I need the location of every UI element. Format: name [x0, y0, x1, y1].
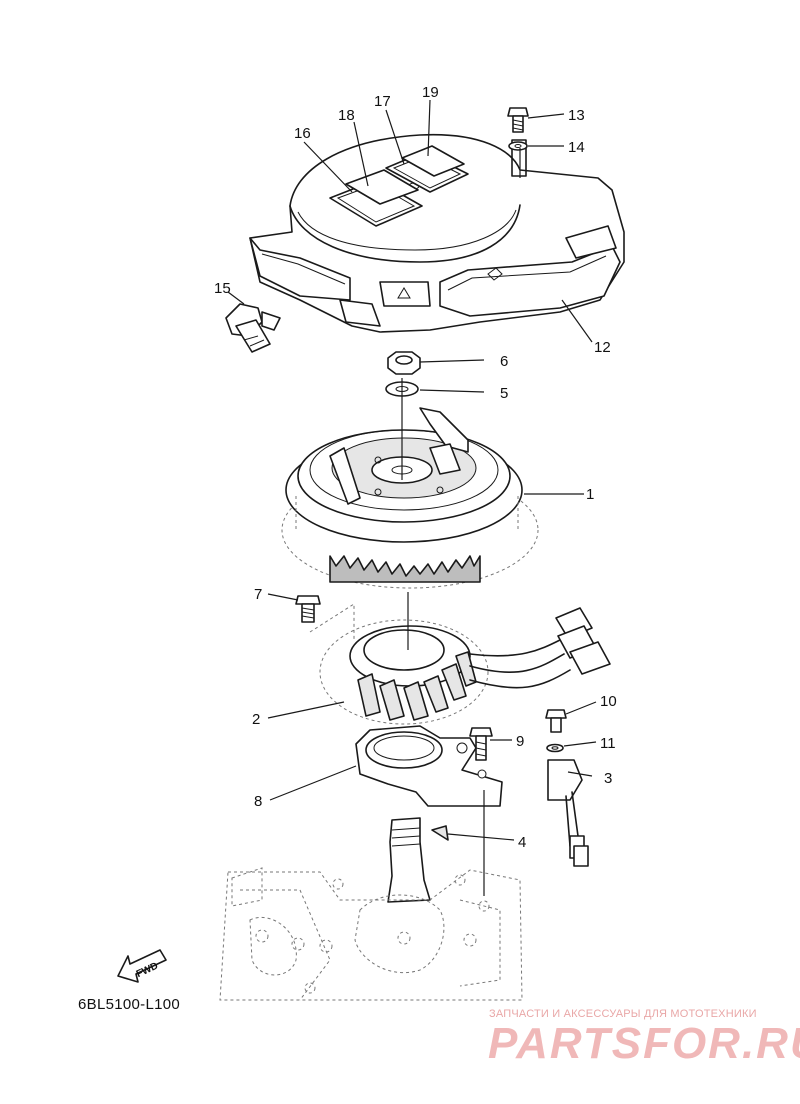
callout-numbers: 1 2 3 4 5 6 7 8 9 10 11 12 13 14 15 16 1… — [214, 84, 617, 851]
cover-bolt — [507, 107, 529, 133]
callout-19: 19 — [422, 84, 439, 101]
callout-2: 2 — [252, 711, 260, 728]
magneto-base — [355, 725, 503, 807]
callout-17: 17 — [374, 93, 391, 110]
callout-13: 13 — [568, 107, 585, 124]
callout-10: 10 — [600, 693, 617, 710]
callout-12: 12 — [594, 339, 611, 356]
callout-7: 7 — [254, 586, 262, 603]
power-head-crankcase — [219, 817, 523, 1001]
callout-8: 8 — [254, 793, 262, 810]
flywheel-rotor — [281, 407, 539, 589]
watermark-tagline: ЗАПЧАСТИ И АКСЕССУАРЫ ДЛЯ МОТОТЕХНИКИ — [489, 1008, 757, 1020]
stator-bolt — [295, 595, 321, 623]
flywheel-cover — [249, 133, 625, 333]
callout-14: 14 — [568, 139, 585, 156]
label-18 — [345, 169, 419, 205]
callout-6: 6 — [500, 353, 508, 370]
woodruff-key — [431, 825, 449, 841]
callout-3: 3 — [604, 770, 612, 787]
callout-1: 1 — [586, 486, 594, 503]
callout-11: 11 — [600, 735, 616, 752]
diagram-code: 6BL5100-L100 — [78, 996, 181, 1013]
callout-5: 5 — [500, 385, 508, 402]
callout-9: 9 — [516, 733, 524, 750]
wire-clip — [225, 303, 281, 353]
callout-4: 4 — [518, 834, 526, 851]
watermark-logo: PARTSFOR.RU — [488, 1019, 800, 1068]
stator-assembly — [309, 603, 611, 725]
pulser-washer — [546, 743, 564, 753]
forward-direction-arrow: FWD — [117, 949, 167, 983]
pulser-bolt — [545, 709, 567, 733]
flywheel-nut — [387, 351, 421, 375]
base-bolt — [469, 727, 493, 761]
cover-washer — [508, 141, 528, 151]
label-19 — [401, 145, 465, 177]
callout-16: 16 — [294, 125, 311, 142]
pulser-coil — [547, 759, 589, 867]
callout-18: 18 — [338, 107, 355, 124]
leader-lines — [227, 99, 597, 896]
callout-15: 15 — [214, 280, 231, 297]
